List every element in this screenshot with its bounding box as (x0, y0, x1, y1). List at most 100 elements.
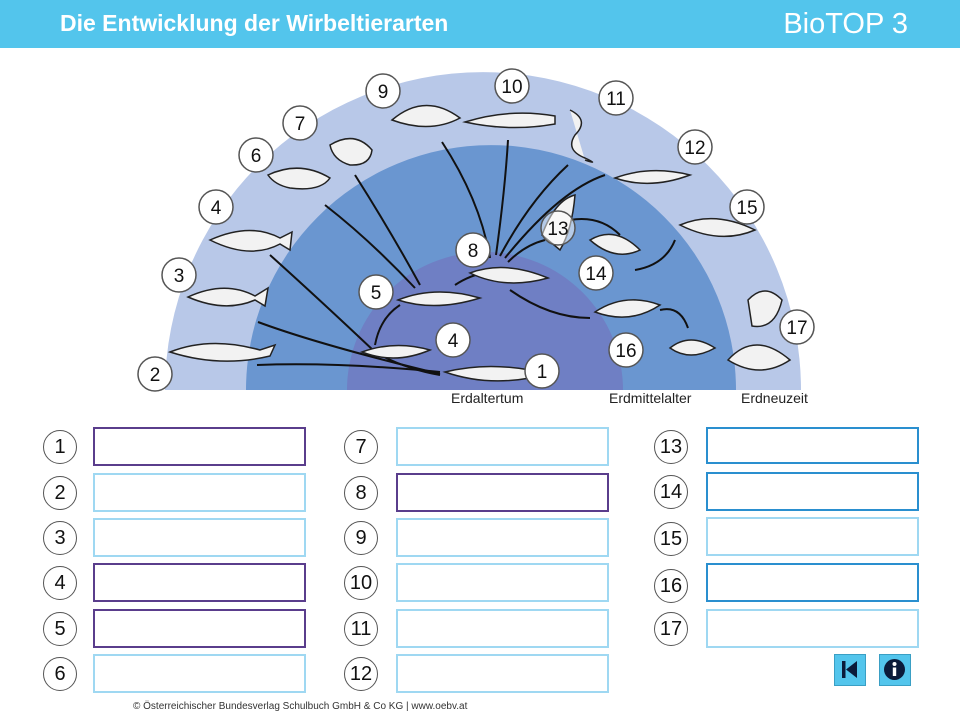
answer-number-13: 13 (654, 430, 688, 464)
answer-field-10[interactable] (396, 563, 609, 602)
answer-input-2[interactable] (95, 475, 304, 510)
answer-input-9[interactable] (398, 520, 607, 555)
answer-input-1[interactable] (95, 429, 304, 464)
answer-field-11[interactable] (396, 609, 609, 648)
diagram-label-13: 13 (540, 210, 576, 246)
copyright-text: © Österreichischer Bundesverlag Schulbuc… (133, 701, 468, 712)
diagram-label-17: 17 (779, 309, 815, 345)
answer-input-7[interactable] (398, 429, 607, 464)
svg-text:17: 17 (786, 318, 807, 339)
diagram-label-15: 15 (729, 189, 765, 225)
answer-input-16[interactable] (708, 565, 917, 600)
diagram-label-7: 7 (282, 105, 318, 141)
answer-number-7: 7 (344, 430, 378, 464)
answer-input-13[interactable] (708, 429, 917, 462)
answer-input-3[interactable] (95, 520, 304, 555)
answer-number-17: 17 (654, 612, 688, 646)
answer-field-15[interactable] (706, 517, 919, 556)
diagram-label-11: 11 (598, 80, 634, 116)
animal-turtle (390, 104, 462, 128)
arrow-to-7 (354, 174, 421, 286)
animal-ichthyostega (395, 291, 483, 307)
info-button[interactable] (879, 654, 911, 686)
answer-input-4[interactable] (95, 565, 304, 600)
diagram-label-2: 2 (137, 356, 173, 392)
answer-number-16: 16 (654, 569, 688, 603)
svg-text:13: 13 (547, 219, 568, 240)
animal-coelacanth (208, 229, 293, 252)
info-icon (884, 659, 905, 680)
answer-field-13[interactable] (706, 427, 919, 464)
answer-number-1: 1 (43, 430, 77, 464)
answer-input-11[interactable] (398, 611, 607, 646)
arrow-to-6 (324, 204, 416, 289)
arrow-to-16 (509, 289, 591, 319)
answer-input-12[interactable] (398, 656, 607, 691)
svg-text:7: 7 (295, 114, 306, 135)
diagram-label-8: 8 (455, 232, 491, 268)
diagram-label-6: 6 (238, 137, 274, 173)
answer-input-14[interactable] (708, 474, 917, 509)
answer-field-16[interactable] (706, 563, 919, 602)
diagram-label-12: 12 (677, 129, 713, 165)
answer-field-14[interactable] (706, 472, 919, 511)
answer-field-12[interactable] (396, 654, 609, 693)
answer-input-17[interactable] (708, 611, 917, 646)
svg-text:12: 12 (684, 138, 705, 159)
svg-text:4: 4 (211, 198, 222, 219)
answer-field-5[interactable] (93, 609, 306, 648)
answer-field-4[interactable] (93, 563, 306, 602)
svg-text:3: 3 (174, 266, 185, 287)
svg-text:9: 9 (378, 82, 389, 103)
answer-number-15: 15 (654, 522, 688, 556)
answer-field-8[interactable] (396, 473, 609, 512)
answer-input-15[interactable] (708, 519, 917, 554)
svg-text:8: 8 (468, 241, 479, 262)
diagram-label-9: 9 (365, 73, 401, 109)
animal-frog (329, 137, 373, 166)
answer-field-1[interactable] (93, 427, 306, 466)
answer-input-5[interactable] (95, 611, 304, 646)
answer-input-6[interactable] (95, 656, 304, 691)
svg-text:4: 4 (448, 331, 459, 352)
answer-number-4: 4 (43, 566, 77, 600)
svg-text:5: 5 (371, 283, 382, 304)
back-button[interactable] (834, 654, 866, 686)
svg-text:14: 14 (585, 264, 607, 285)
answer-number-3: 3 (43, 521, 77, 555)
diagram-label-4: 4 (198, 189, 234, 225)
animal-primate (747, 290, 783, 328)
answer-field-17[interactable] (706, 609, 919, 648)
svg-text:16: 16 (615, 341, 636, 362)
animal-shark (167, 342, 277, 362)
animal-seal (726, 344, 792, 371)
arrow-14-15 (634, 239, 676, 271)
answer-number-11: 11 (344, 612, 378, 646)
diagram-label-4b: 4 (435, 322, 471, 358)
animal-snake (569, 109, 594, 163)
animal-archaeopteryx (588, 233, 642, 255)
answer-number-12: 12 (344, 657, 378, 691)
answer-number-2: 2 (43, 476, 77, 510)
era-label-erdneuzeit: Erdneuzeit (741, 390, 808, 406)
animal-bony-fish (186, 286, 270, 308)
answer-field-2[interactable] (93, 473, 306, 512)
answer-input-8[interactable] (398, 475, 607, 510)
answer-field-3[interactable] (93, 518, 306, 557)
answer-input-10[interactable] (398, 565, 607, 600)
animal-crocodile (462, 112, 556, 129)
header-bar: Die Entwicklung der Wirbeltierarten BioT… (0, 0, 960, 48)
answer-field-6[interactable] (93, 654, 306, 693)
animal-lizard (612, 169, 693, 185)
arrow-13-14 (569, 218, 621, 236)
answer-field-7[interactable] (396, 427, 609, 466)
animal-crossopterygian (359, 344, 433, 359)
evolution-diagram: 1 2 3 4 4 5 6 7 8 9 10 11 12 13 14 15 16… (137, 68, 815, 392)
answer-field-9[interactable] (396, 518, 609, 557)
answer-number-5: 5 (43, 612, 77, 646)
arrow-to-12 (504, 174, 606, 259)
arrow-to-5 (374, 304, 401, 346)
animal-mammal-like (668, 339, 717, 356)
arrow-to-3 (257, 321, 441, 375)
answer-number-9: 9 (344, 521, 378, 555)
